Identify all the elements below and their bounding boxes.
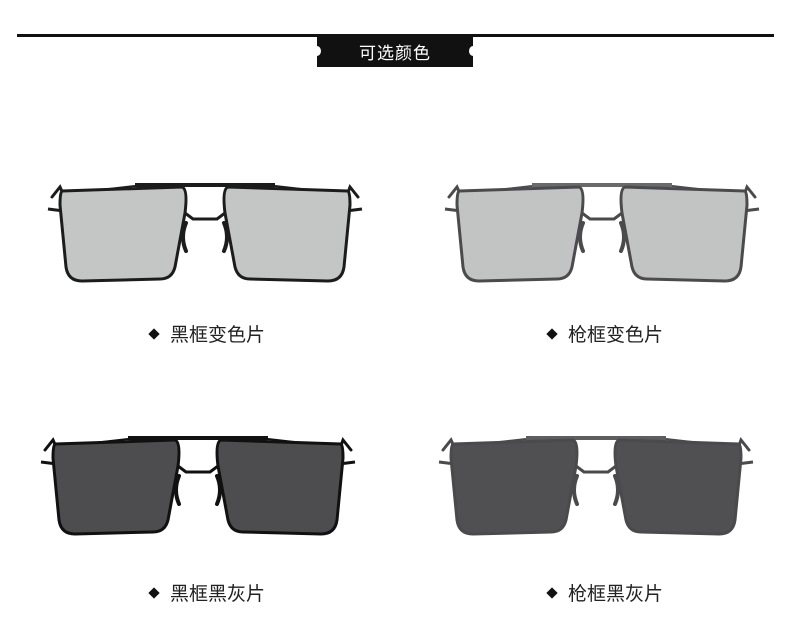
right-lens bbox=[215, 438, 345, 536]
left-nose-pad bbox=[174, 474, 181, 506]
left-lens bbox=[51, 438, 181, 536]
variant-label: 枪框变色片 bbox=[568, 324, 664, 346]
right-nose-pad bbox=[619, 221, 626, 253]
right-nose-pad bbox=[222, 221, 229, 253]
bullet-diamond-icon bbox=[148, 586, 160, 599]
sunglasses-graphic bbox=[438, 436, 754, 536]
sunglasses-image-gunmetal-frame-grey-lens bbox=[431, 428, 761, 548]
variant-caption: 枪框变色片 bbox=[546, 320, 664, 347]
nose-bridge bbox=[184, 211, 226, 221]
variant-caption: 枪框黑灰片 bbox=[546, 579, 664, 606]
bullet-diamond-icon bbox=[546, 327, 558, 340]
sunglasses-graphic bbox=[40, 436, 356, 536]
right-nose-pad bbox=[215, 474, 222, 506]
right-lens bbox=[619, 185, 749, 283]
right-lens bbox=[222, 185, 352, 283]
variant-label: 黑框变色片 bbox=[170, 324, 266, 346]
sunglasses-graphic bbox=[47, 183, 363, 283]
left-lens bbox=[58, 185, 188, 283]
section-title: 可选颜色 bbox=[313, 35, 477, 67]
variant-label: 黑框黑灰片 bbox=[170, 583, 266, 605]
nose-bridge bbox=[581, 211, 623, 221]
sunglasses-image-gunmetal-frame-photochromic bbox=[437, 175, 767, 295]
bullet-diamond-icon bbox=[148, 327, 160, 340]
right-lens bbox=[613, 438, 743, 536]
nose-bridge bbox=[575, 464, 617, 474]
left-nose-pad bbox=[572, 474, 579, 506]
left-nose-pad bbox=[181, 221, 188, 253]
left-nose-pad bbox=[578, 221, 585, 253]
bullet-diamond-icon bbox=[546, 586, 558, 599]
sunglasses-graphic bbox=[444, 183, 760, 283]
variant-caption: 黑框变色片 bbox=[148, 320, 266, 347]
left-lens bbox=[449, 438, 579, 536]
right-nose-pad bbox=[613, 474, 620, 506]
variant-label: 枪框黑灰片 bbox=[568, 583, 664, 605]
variant-caption: 黑框黑灰片 bbox=[148, 579, 266, 606]
left-lens bbox=[455, 185, 585, 283]
sunglasses-image-black-frame-grey-lens bbox=[33, 428, 363, 548]
nose-bridge bbox=[177, 464, 219, 474]
sunglasses-image-black-frame-photochromic bbox=[40, 175, 370, 295]
